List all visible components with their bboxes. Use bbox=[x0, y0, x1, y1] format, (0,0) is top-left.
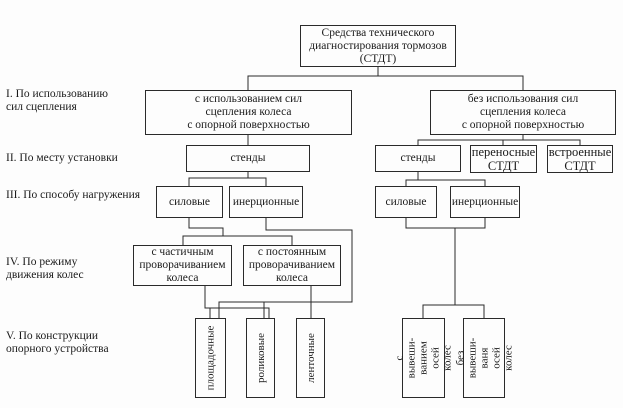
level-3-label: III. По способу нагружения bbox=[6, 189, 141, 201]
connector-right-l2-l3 bbox=[405, 172, 419, 186]
connector-left-sil-l4 bbox=[182, 218, 224, 245]
level-5-label: V. По конструкции опорного устройства bbox=[6, 330, 109, 355]
node-portable: переносные СТДТ bbox=[470, 145, 537, 173]
node-without-axle-lift: без вывеши- ваня осей колес bbox=[454, 318, 514, 398]
connector-const-bus bbox=[218, 301, 311, 318]
node-with-axle-lift: с вывеши- ванием осей колес bbox=[394, 318, 454, 398]
node-without-axle-lift-label: без вывеши- ваня осей колес bbox=[454, 337, 515, 379]
node-roller: роликовые bbox=[246, 318, 275, 398]
connector-level1-bus bbox=[247, 75, 524, 90]
connector-right-l2-l3b bbox=[418, 179, 486, 186]
connector-right-l1-l2 bbox=[417, 135, 524, 145]
level-4-label: IV. По режиму движения колес bbox=[6, 256, 84, 281]
node-belt: ленточные bbox=[296, 318, 325, 398]
node-partial-rotation: с частичным проворачиванием колеса bbox=[133, 245, 232, 286]
node-belt-label: ленточные bbox=[304, 333, 317, 383]
node-with-axle-lift-label: с вывеши- ванием осей колес bbox=[393, 337, 454, 379]
connector-right-l2-built bbox=[523, 139, 581, 145]
node-left-stands: стенды bbox=[186, 145, 310, 172]
node-right-stands: стенды bbox=[375, 145, 461, 172]
node-left-inertial: инерционные bbox=[229, 186, 303, 218]
root-node: Средства технического диагностирования т… bbox=[300, 25, 456, 67]
connector-left-l2-l3 bbox=[188, 172, 249, 186]
node-right-force: силовые bbox=[375, 186, 437, 218]
level-1-label: I. По использованию сил сцепления bbox=[6, 88, 109, 113]
connector-left-l2-l3b bbox=[248, 177, 267, 186]
node-without-adhesion: без использования сил сцепления колеса с… bbox=[430, 90, 616, 135]
connector-right-l3-bus bbox=[405, 218, 486, 229]
connector-left-inert-l5 bbox=[263, 218, 353, 318]
node-right-inertial: инерционные bbox=[450, 186, 520, 218]
connector-partial-plosh bbox=[205, 307, 211, 318]
node-left-force: силовые bbox=[156, 186, 223, 218]
connector-partial-l5 bbox=[204, 286, 270, 318]
node-platform: площадочные bbox=[195, 318, 226, 398]
node-with-adhesion: с использованием сил сцепления колеса с … bbox=[145, 90, 352, 135]
node-built-in: встроенные СТДТ bbox=[547, 145, 613, 173]
node-platform-label: площадочные bbox=[204, 325, 217, 391]
connector-right-l5-bus bbox=[422, 304, 485, 318]
level-2-label: II. По месту установки bbox=[6, 152, 118, 164]
node-roller-label: роликовые bbox=[254, 333, 267, 383]
node-constant-rotation: с постоянным проворачиванием колеса bbox=[243, 245, 341, 286]
connector-left-l4-bus bbox=[223, 235, 293, 245]
